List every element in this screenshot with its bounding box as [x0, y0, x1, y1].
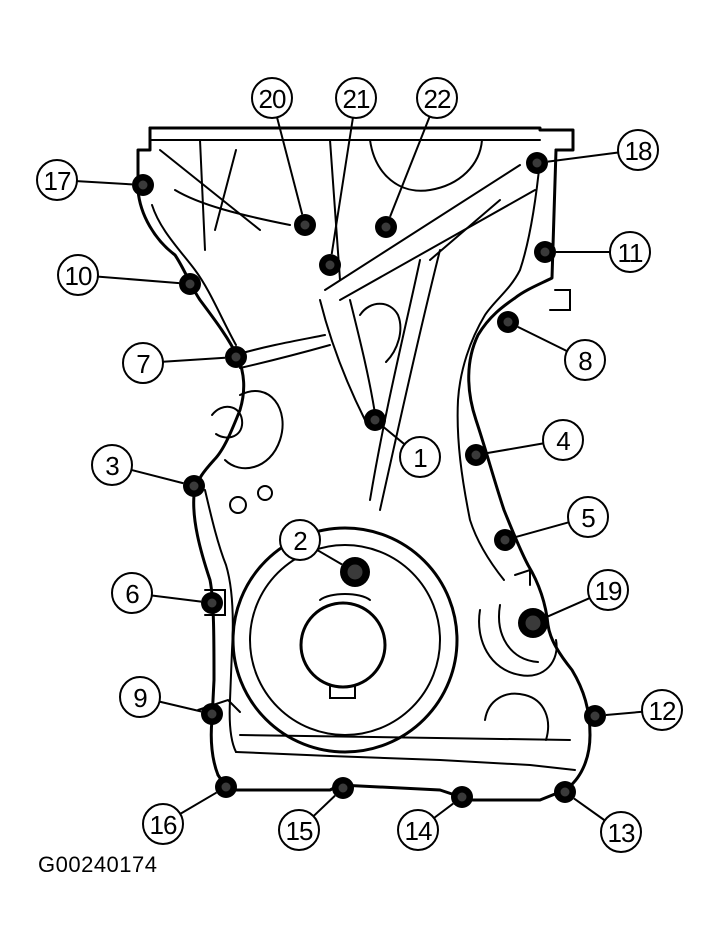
callout-12: 12 — [641, 689, 683, 731]
callout-label-1: 1 — [413, 443, 427, 473]
callout-4: 4 — [542, 419, 584, 461]
callout-18: 18 — [617, 129, 659, 171]
leader-line-3 — [131, 468, 184, 485]
bolt-4 — [465, 444, 487, 466]
leader-line-14 — [433, 802, 454, 819]
leader-line-2 — [316, 549, 343, 566]
callout-5: 5 — [567, 496, 609, 538]
callout-2: 2 — [279, 519, 321, 561]
bolt-12 — [584, 705, 606, 727]
callout-22: 22 — [416, 77, 458, 119]
leader-line-19 — [546, 597, 591, 618]
leader-layer — [76, 116, 643, 822]
bolt-11 — [534, 241, 556, 263]
bolt-9 — [201, 703, 223, 725]
callout-10: 10 — [57, 254, 99, 296]
callout-label-11: 11 — [618, 238, 644, 268]
callout-13: 13 — [600, 811, 642, 853]
callout-1: 1 — [399, 436, 441, 478]
bolt-15 — [332, 777, 354, 799]
cover-outline — [136, 126, 592, 802]
callout-label-18: 18 — [625, 136, 652, 166]
leader-line-21 — [330, 117, 354, 255]
leader-line-12 — [605, 710, 643, 717]
bolt-22 — [375, 216, 397, 238]
callout-21: 21 — [335, 77, 377, 119]
callout-label-22: 22 — [424, 84, 451, 114]
callout-label-20: 20 — [259, 84, 286, 114]
leader-line-1 — [382, 426, 406, 446]
callout-label-16: 16 — [150, 810, 177, 840]
bolt-18 — [526, 152, 548, 174]
bolt-13 — [554, 781, 576, 803]
bolt-2 — [340, 557, 370, 587]
leader-line-16 — [179, 791, 218, 815]
leader-line-8 — [517, 325, 568, 353]
leader-line-15 — [312, 794, 336, 817]
callout-7: 7 — [122, 342, 164, 384]
leader-line-18 — [547, 151, 619, 163]
callout-label-13: 13 — [608, 818, 635, 848]
callout-label-15: 15 — [286, 816, 313, 846]
leader-line-20 — [276, 117, 304, 215]
callout-19: 19 — [587, 569, 629, 611]
bolt-10 — [179, 273, 201, 295]
leader-line-6 — [151, 594, 202, 603]
callout-17: 17 — [36, 159, 78, 201]
leader-line-7 — [162, 356, 226, 363]
bolt-19 — [518, 608, 548, 638]
callout-label-14: 14 — [405, 816, 432, 846]
callout-label-4: 4 — [556, 426, 570, 456]
bolt-8 — [497, 311, 519, 333]
callout-8: 8 — [564, 339, 606, 381]
leader-line-10 — [97, 275, 180, 285]
bolt-17 — [132, 174, 154, 196]
callout-label-9: 9 — [133, 683, 147, 713]
callout-6: 6 — [111, 572, 153, 614]
leader-line-9 — [159, 700, 202, 713]
bolt-3 — [183, 475, 205, 497]
bolt-5 — [494, 529, 516, 551]
callout-20: 20 — [251, 77, 293, 119]
bolt-14 — [451, 786, 473, 808]
callout-label-8: 8 — [578, 346, 592, 376]
bolt-1 — [364, 409, 386, 431]
callout-label-19: 19 — [595, 576, 622, 606]
leader-line-17 — [76, 180, 133, 186]
leader-line-13 — [573, 797, 606, 822]
figure-reference-code: G00240174 — [38, 852, 158, 877]
leader-line-22 — [389, 116, 431, 218]
callout-16: 16 — [142, 803, 184, 845]
callout-14: 14 — [397, 809, 439, 851]
bolt-7 — [225, 346, 247, 368]
bolt-21 — [319, 254, 341, 276]
leader-line-5 — [515, 521, 569, 539]
callout-9: 9 — [119, 676, 161, 718]
callout-label-12: 12 — [649, 696, 676, 726]
callout-label-2: 2 — [293, 526, 307, 556]
callout-label-7: 7 — [136, 349, 150, 379]
callout-label-5: 5 — [581, 503, 595, 533]
leader-line-4 — [486, 442, 544, 455]
bolt-20 — [294, 214, 316, 236]
callout-label-6: 6 — [125, 579, 139, 609]
callout-15: 15 — [278, 809, 320, 851]
callout-label-21: 21 — [343, 84, 370, 114]
callout-3: 3 — [91, 444, 133, 486]
callout-11: 11 — [609, 231, 651, 273]
bolt-6 — [201, 592, 223, 614]
callout-label-17: 17 — [44, 166, 71, 196]
bolt-16 — [215, 776, 237, 798]
callout-label-10: 10 — [65, 261, 92, 291]
bolt-layer — [132, 152, 606, 808]
callout-label-3: 3 — [105, 451, 119, 481]
